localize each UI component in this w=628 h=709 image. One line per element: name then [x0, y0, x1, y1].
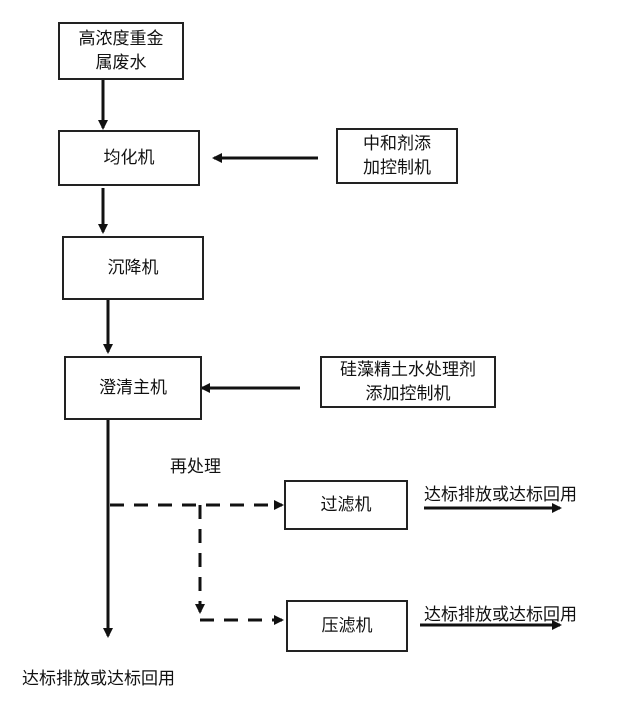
node-homogenizer: 均化机	[58, 130, 200, 186]
node-settler: 沉降机	[62, 236, 204, 300]
node-neutralizer: 中和剂添加控制机	[336, 128, 458, 184]
node-wastewater-line1: 高浓度重金	[78, 29, 164, 49]
node-clarifier: 澄清主机	[64, 356, 202, 420]
node-neutralizer-line1: 中和剂添	[363, 134, 431, 154]
node-filter: 过滤机	[284, 480, 408, 530]
label-discharge-press: 达标排放或达标回用	[424, 605, 577, 625]
node-wastewater: 高浓度重金属废水	[58, 22, 184, 80]
label-retreat: 再处理	[170, 457, 221, 477]
node-wastewater-line2: 属废水	[95, 53, 147, 73]
label-discharge-main: 达标排放或达标回用	[22, 669, 175, 689]
node-diatomite-line2: 添加控制机	[365, 384, 451, 404]
label-discharge-filter: 达标排放或达标回用	[424, 485, 577, 505]
node-neutralizer-line2: 加控制机	[363, 158, 431, 178]
node-diatomite-line1: 硅藻精土水处理剂	[340, 360, 476, 380]
node-filter-press: 压滤机	[286, 600, 408, 652]
node-diatomite: 硅藻精土水处理剂添加控制机	[320, 356, 496, 408]
